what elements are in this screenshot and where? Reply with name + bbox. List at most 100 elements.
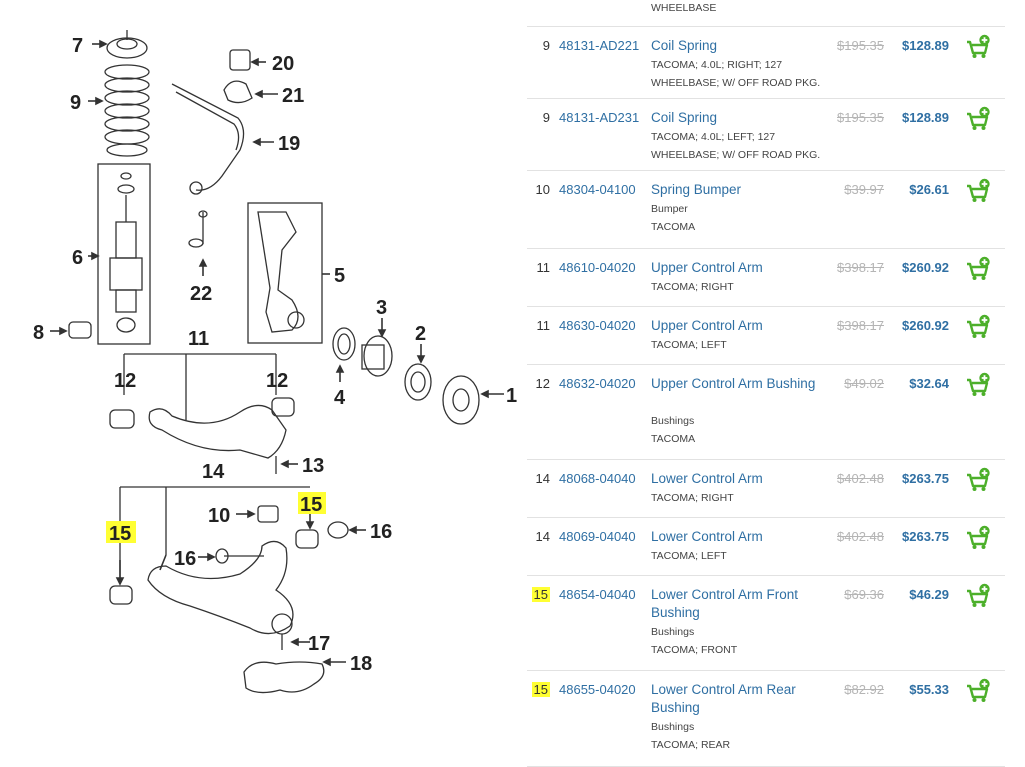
list-price: $402.48 bbox=[837, 529, 884, 544]
sale-price: $55.33 bbox=[909, 682, 949, 697]
callout-13: 13 bbox=[302, 455, 324, 477]
item-description: WHEELBASE; W/ OFF ROAD PKG. bbox=[651, 77, 821, 89]
callout-19: 19 bbox=[278, 133, 300, 155]
callout-22: 22 bbox=[190, 283, 212, 305]
part-number-link[interactable]: 48304-04100 bbox=[559, 182, 636, 197]
item-description: TACOMA; 4.0L; RIGHT; 127 bbox=[651, 59, 783, 71]
callout-16-right: 16 bbox=[370, 521, 392, 543]
item-ref-number: 14 bbox=[535, 471, 550, 486]
list-price: $82.92 bbox=[844, 682, 884, 697]
callout-15-right: 15 bbox=[300, 494, 322, 516]
item-ref-number: 11 bbox=[536, 260, 551, 275]
callout-4: 4 bbox=[334, 387, 346, 409]
callout-9: 9 bbox=[70, 92, 81, 114]
callout-1: 1 bbox=[506, 385, 517, 407]
add-to-cart-icon[interactable] bbox=[965, 467, 991, 493]
list-item: 15 48655-04020 Lower Control Arm Rear Bush… bbox=[527, 670, 1005, 767]
callout-21: 21 bbox=[282, 85, 304, 107]
item-description: TACOMA bbox=[651, 433, 696, 445]
list-item-partial: WHEELBASE bbox=[527, 0, 1005, 27]
sale-price: $260.92 bbox=[902, 318, 949, 333]
part-name-link[interactable]: Coil Spring bbox=[651, 38, 718, 53]
part-name-link[interactable]: Lower Control Arm bbox=[651, 471, 763, 486]
add-to-cart-icon[interactable] bbox=[965, 106, 991, 132]
callout-10: 10 bbox=[208, 505, 230, 527]
sale-price: $128.89 bbox=[902, 110, 949, 125]
list-price: $398.17 bbox=[837, 318, 884, 333]
part-name-link[interactable]: Lower Control Arm bbox=[651, 529, 763, 544]
part-name-link[interactable]: Spring Bumper bbox=[651, 182, 742, 197]
item-ref-number: 15 bbox=[531, 587, 550, 602]
callout-16-left: 16 bbox=[174, 548, 196, 570]
sale-price: $26.61 bbox=[909, 182, 949, 197]
item-ref-number: 15 bbox=[531, 682, 550, 697]
item-description: Bumper bbox=[651, 203, 688, 215]
sale-price: $260.92 bbox=[902, 260, 949, 275]
item-ref-number: 9 bbox=[542, 110, 550, 125]
list-price: $49.02 bbox=[844, 376, 884, 391]
part-name-link[interactable]: Upper Control Arm bbox=[651, 318, 763, 333]
add-to-cart-icon[interactable] bbox=[965, 256, 991, 282]
part-number-link[interactable]: 48610-04020 bbox=[559, 260, 636, 275]
part-name-link[interactable]: Lower Control Arm Front Bushing bbox=[651, 587, 799, 620]
item-description: TACOMA; RIGHT bbox=[651, 281, 734, 293]
callout-8: 8 bbox=[33, 322, 44, 344]
part-number-link[interactable]: 48630-04020 bbox=[559, 318, 636, 333]
item-description: Bushings bbox=[651, 415, 695, 427]
callout-12-left: 12 bbox=[114, 370, 136, 392]
callout-15-left: 15 bbox=[109, 523, 131, 545]
list-item: 15 48654-04040 Lower Control Arm Front Bus… bbox=[527, 575, 1005, 671]
item-description: TACOMA; LEFT bbox=[651, 339, 727, 351]
part-number-link[interactable]: 48068-04040 bbox=[559, 471, 636, 486]
callout-3: 3 bbox=[376, 297, 387, 319]
part-number-link[interactable]: 48131-AD221 bbox=[559, 38, 640, 53]
add-to-cart-icon[interactable] bbox=[965, 34, 991, 60]
part-name-link[interactable]: Upper Control Arm bbox=[651, 260, 763, 275]
list-price: $39.97 bbox=[844, 182, 884, 197]
list-price: $398.17 bbox=[837, 260, 884, 275]
item-description: TACOMA; LEFT bbox=[651, 550, 727, 562]
item-description: WHEELBASE bbox=[651, 2, 717, 14]
item-ref-number: 11 bbox=[536, 318, 551, 333]
callout-12-right: 12 bbox=[266, 370, 288, 392]
callout-6: 6 bbox=[72, 247, 83, 269]
sale-price: $263.75 bbox=[902, 529, 949, 544]
part-number-link[interactable]: 48655-04020 bbox=[559, 682, 636, 697]
list-price: $69.36 bbox=[844, 587, 884, 602]
part-name-link[interactable]: Lower Control Arm Rear Bushing bbox=[651, 682, 796, 715]
part-number-link[interactable]: 48069-04040 bbox=[559, 529, 636, 544]
add-to-cart-icon[interactable] bbox=[965, 583, 991, 609]
item-description: TACOMA; REAR bbox=[651, 739, 731, 751]
list-price: $195.35 bbox=[837, 110, 884, 125]
part-name-link[interactable]: Coil Spring bbox=[651, 110, 718, 125]
item-description: Bushings bbox=[651, 721, 695, 733]
item-ref-number: 14 bbox=[535, 529, 550, 544]
add-to-cart-icon[interactable] bbox=[965, 314, 991, 340]
item-description: TACOMA bbox=[651, 221, 696, 233]
list-price: $402.48 bbox=[837, 471, 884, 486]
item-ref-number: 10 bbox=[535, 182, 550, 197]
add-to-cart-icon[interactable] bbox=[965, 525, 991, 551]
item-description: TACOMA; RIGHT bbox=[651, 492, 734, 504]
callout-20: 20 bbox=[272, 53, 294, 75]
parts-diagram: 7 9 6 8 20 21 19 22 5 3 2 4 1 11 12 12 1… bbox=[33, 30, 517, 694]
add-to-cart-icon[interactable] bbox=[965, 178, 991, 204]
part-name-link[interactable]: Upper Control Arm Bushing bbox=[651, 376, 816, 391]
sale-price: $263.75 bbox=[902, 471, 949, 486]
item-description: Bushings bbox=[651, 626, 695, 638]
part-number-link[interactable]: 48654-04040 bbox=[559, 587, 636, 602]
add-to-cart-icon[interactable] bbox=[965, 678, 991, 704]
add-to-cart-icon[interactable] bbox=[965, 372, 991, 398]
callout-18: 18 bbox=[350, 653, 372, 675]
part-number-link[interactable]: 48131-AD231 bbox=[559, 110, 640, 125]
callout-11: 11 bbox=[188, 328, 209, 350]
sale-price: $46.29 bbox=[909, 587, 949, 602]
part-number-link[interactable]: 48632-04020 bbox=[559, 376, 636, 391]
list-price: $195.35 bbox=[837, 38, 884, 53]
callout-2: 2 bbox=[415, 323, 426, 345]
sale-price: $128.89 bbox=[902, 38, 949, 53]
